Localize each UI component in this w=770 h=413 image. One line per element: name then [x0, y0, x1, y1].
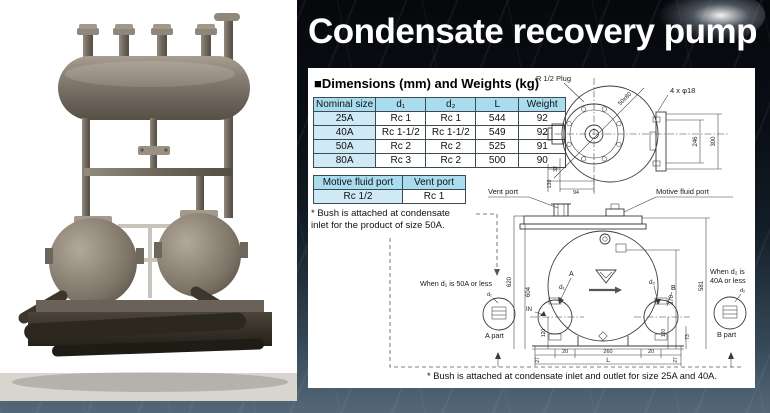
product-photo	[0, 0, 297, 401]
dim-l: L	[606, 357, 610, 364]
cell: Rc 3	[375, 153, 427, 168]
d1-label: d₁	[559, 284, 566, 291]
in-label: IN	[526, 307, 532, 313]
table-row: Rc 1/2 Rc 1	[313, 189, 466, 204]
b-part-detail	[713, 296, 747, 330]
pump-sphere-right	[157, 213, 241, 297]
a-part-d1-label: d₁	[487, 292, 492, 298]
dimensions-table: Nominal size d₁ d₂ L Weight 25A Rc 1 Rc …	[312, 97, 567, 168]
col-header-nominal-size: Nominal size	[312, 97, 377, 112]
d2-label: d₂	[649, 279, 656, 286]
cell: 80A	[312, 153, 377, 168]
table-row: 80A Rc 3 Rc 2 500 90	[312, 153, 567, 168]
bolt-holes-label: 4 x φ18	[670, 86, 695, 95]
dim-27-right: 27	[673, 357, 679, 363]
when-d2-note-line1: When d₂ is	[710, 267, 745, 276]
page-title: Condensate recovery pump	[308, 12, 757, 51]
light-flare	[655, 0, 765, 43]
tank-nozzles	[77, 24, 217, 62]
dim-604: 604	[526, 286, 532, 297]
a-part-detail	[482, 297, 516, 331]
a-label: A	[569, 271, 574, 278]
b-part-d2-label: d₂	[740, 288, 745, 294]
table-row: 25A Rc 1 Rc 1 544 92	[312, 111, 567, 126]
dim-130: 130	[547, 180, 553, 189]
note-50a: * Bush is attached at condensate inlet f…	[311, 208, 450, 231]
vent-port-label: Vent port	[488, 187, 519, 196]
dim-20-right: 20	[648, 349, 654, 355]
dim-20-left: 20	[562, 349, 568, 355]
brand-mark	[595, 269, 617, 284]
floor	[0, 373, 297, 401]
when-d2-note-line2: 40A or less	[710, 276, 746, 285]
col-header-vent-port: Vent port	[402, 175, 466, 190]
technical-drawing: 50x80 R 1/2 Plug 32 130 94 246	[389, 74, 747, 368]
spec-panel: ■Dimensions (mm) and Weights (kg) Nomina…	[308, 68, 755, 388]
cell: Rc 1/2	[313, 189, 403, 204]
note-bottom: * Bush is attached at condensate inlet a…	[427, 371, 717, 381]
dim-246: 246	[693, 136, 699, 147]
cell: Rc 1	[402, 189, 466, 204]
col-header-motive-fluid-port: Motive fluid port	[313, 175, 403, 190]
table-header-row: Nominal size d₁ d₂ L Weight	[312, 97, 567, 112]
piping	[82, 118, 232, 218]
table-row: 40A Rc 1-1/2 Rc 1-1/2 549 92	[312, 125, 567, 140]
b-label: B	[671, 285, 676, 292]
dim-32: 32	[553, 166, 559, 172]
col-header-weight: Weight	[518, 97, 567, 112]
cell: 500	[475, 153, 520, 168]
dim-120-right: 120	[661, 329, 667, 338]
col-header-l: L	[475, 97, 520, 112]
dim-120-left: 120	[541, 329, 547, 338]
table-row: 50A Rc 2 Rc 2 525 91	[312, 139, 567, 154]
dim-300: 300	[711, 136, 717, 147]
a-part-label: A part	[485, 331, 504, 340]
table-header-row: Motive fluid port Vent port	[313, 175, 466, 190]
section-heading: ■Dimensions (mm) and Weights (kg)	[314, 76, 540, 91]
receiver-tank	[58, 56, 250, 120]
dim-370: 370	[669, 294, 675, 305]
note-50a-line2: inlet for the product of size 50A.	[311, 219, 445, 231]
dim-73: 73	[685, 334, 691, 340]
col-header-d2: d₂	[425, 97, 477, 112]
base-frame	[24, 300, 272, 357]
when-d1-note: When d₁ is 50A or less	[420, 279, 492, 288]
motive-fluid-port-label: Motive fluid port	[656, 187, 710, 196]
dim-94: 94	[573, 190, 579, 196]
b-part-label: B part	[717, 330, 736, 339]
flange-bolts	[566, 106, 622, 162]
cell: Rc 2	[425, 153, 477, 168]
dim-581: 581	[699, 280, 705, 291]
pump-illustration	[0, 13, 297, 401]
cell: 90	[518, 153, 567, 168]
ports-table: Motive fluid port Vent port Rc 1/2 Rc 1	[313, 175, 466, 204]
r-half-plug-label: R 1/2 Plug	[536, 74, 571, 83]
dim-260: 260	[603, 349, 612, 355]
note-50a-line1: * Bush is attached at condensate	[311, 208, 450, 219]
pump-sphere-left	[49, 218, 137, 306]
dim-27-left: 27	[535, 357, 541, 363]
slot-label: 50x80	[617, 91, 633, 107]
dim-620: 620	[507, 276, 513, 287]
